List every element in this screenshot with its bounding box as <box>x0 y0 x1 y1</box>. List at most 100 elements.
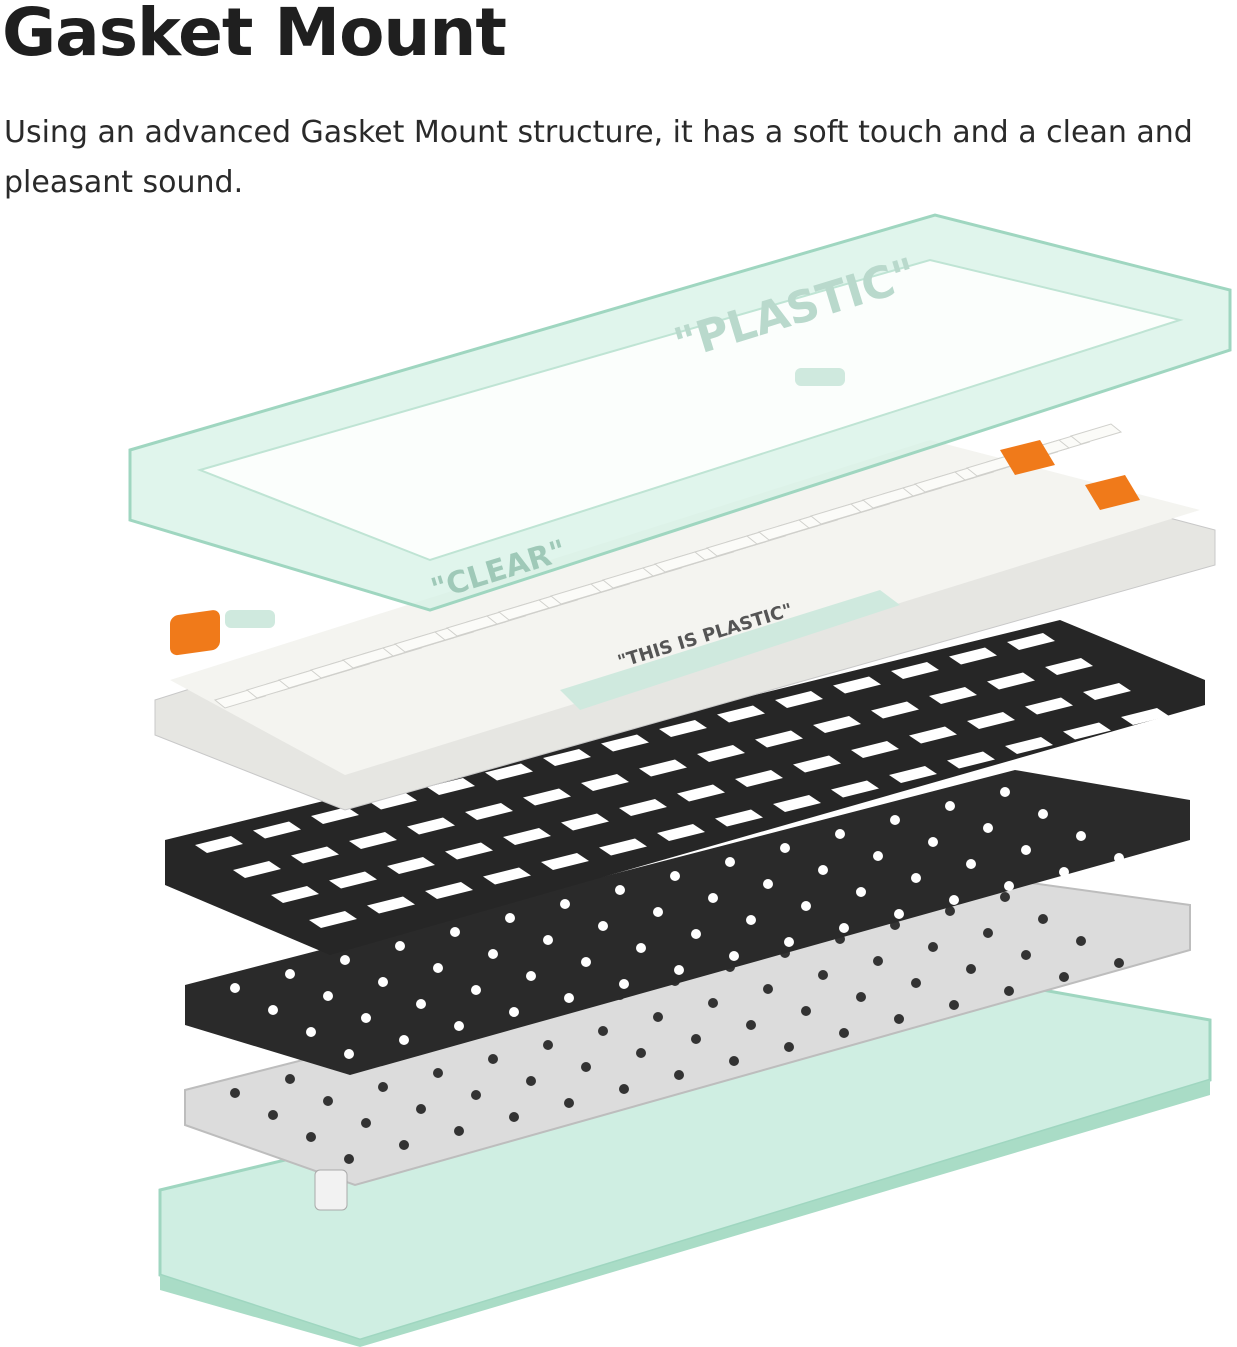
foam-hole <box>890 815 900 825</box>
spacebar <box>560 590 900 710</box>
foam-hole <box>450 927 460 937</box>
plate-cutout <box>465 803 513 820</box>
plate-cutout <box>929 687 977 704</box>
pcb-hole <box>708 998 718 1008</box>
keycap <box>601 567 655 589</box>
plate-cutout <box>773 795 821 812</box>
plate-cutout <box>987 672 1035 690</box>
pcb-hole <box>839 1028 849 1038</box>
plate-cutout <box>677 784 725 802</box>
plate-cutout <box>889 766 937 783</box>
foam-hole <box>1000 787 1010 797</box>
plate-cutout <box>813 716 861 733</box>
keycap <box>393 631 447 653</box>
foam-hole <box>581 957 591 967</box>
plate-cutout <box>445 842 493 860</box>
plate-cutout <box>715 809 763 827</box>
foam-hole <box>983 823 993 833</box>
foam-hole <box>433 963 443 973</box>
plate-cutout <box>967 712 1015 729</box>
foam-hole <box>670 871 680 881</box>
pcb-hole <box>928 942 938 952</box>
pcb-hole <box>581 1062 591 1072</box>
plate-cutout <box>1121 708 1169 725</box>
keycap <box>861 487 915 509</box>
pcb-hole <box>1114 958 1124 968</box>
pcb-hole <box>416 1104 426 1114</box>
plate-cutout <box>657 824 705 841</box>
plate-cutout <box>195 836 243 853</box>
plate-cutout <box>871 701 919 719</box>
foam-hole <box>729 951 739 961</box>
foam-hole <box>340 955 350 965</box>
pcb-hole <box>306 1132 316 1142</box>
foam-hole <box>454 1021 464 1031</box>
pcb-hole <box>399 1140 409 1150</box>
foam-hole <box>708 893 718 903</box>
pcb-hole <box>729 1056 739 1066</box>
pcb-hole <box>488 1054 498 1064</box>
plate-cutout <box>601 734 649 752</box>
foam-hole <box>615 885 625 895</box>
foam-hole <box>746 915 756 925</box>
foam-hole <box>285 969 295 979</box>
plate-cutout <box>947 751 995 769</box>
pcb-hole <box>1059 972 1069 982</box>
plate-cutout <box>367 896 415 914</box>
pcb-hole <box>1038 914 1048 924</box>
foam-hole <box>801 901 811 911</box>
plate-cutout <box>425 882 473 899</box>
pcb-hole <box>873 956 883 966</box>
plate-cutout <box>735 770 783 787</box>
foam-hole <box>784 937 794 947</box>
foam-hole <box>856 887 866 897</box>
foam-hole <box>873 851 883 861</box>
foam-hole <box>543 935 553 945</box>
plate-cutout <box>1083 683 1131 700</box>
foam-hole <box>780 843 790 853</box>
pcb-hole <box>543 1040 553 1050</box>
foam-hole <box>763 879 773 889</box>
pcb-hole <box>564 1098 574 1108</box>
gasket-tab <box>795 368 845 386</box>
plate-cutout <box>949 647 997 665</box>
plate-cutout <box>831 780 879 798</box>
pcb-hole <box>323 1096 333 1106</box>
pcb-hole <box>818 970 828 980</box>
foam-hole <box>966 859 976 869</box>
pcb-hole <box>619 1084 629 1094</box>
pcb-hole <box>509 1112 519 1122</box>
exploded-keyboard-illustration: "THIS IS PLASTIC" "PLASTIC" "CLEAR" <box>128 213 1232 1347</box>
pcb-hole <box>763 984 773 994</box>
plate-cutout <box>523 788 571 806</box>
foam-hole <box>306 1027 316 1037</box>
foam-hole <box>619 979 629 989</box>
pcb-hole <box>433 1068 443 1078</box>
foam-hole <box>416 999 426 1009</box>
keycap <box>653 551 707 573</box>
foam-hole <box>598 921 608 931</box>
pcb-hole <box>746 1020 756 1030</box>
pcb-hole <box>801 1006 811 1016</box>
foam-hole <box>674 965 684 975</box>
pcb-hole <box>598 1026 608 1036</box>
foam-hole <box>344 1049 354 1059</box>
connector-icon <box>314 1169 348 1211</box>
pcb-hole <box>526 1076 536 1086</box>
pcb-hole <box>268 1110 278 1120</box>
plate-cutout <box>291 846 339 864</box>
plate-cutout <box>541 853 589 870</box>
keycaps-and-switches: "THIS IS PLASTIC" <box>154 423 1216 811</box>
foam-hole <box>835 829 845 839</box>
plate-cutout <box>833 676 881 694</box>
pcb-hole <box>784 1042 794 1052</box>
foam-hole <box>323 991 333 1001</box>
plate-cutout <box>309 911 357 928</box>
foam-hole <box>636 943 646 953</box>
plate-cutout <box>581 774 629 791</box>
foam-hole <box>653 907 663 917</box>
plate-cutout <box>1007 633 1055 650</box>
pcb-hole <box>945 906 955 916</box>
foam-hole <box>1021 845 1031 855</box>
pcb-hole <box>949 1000 959 1010</box>
